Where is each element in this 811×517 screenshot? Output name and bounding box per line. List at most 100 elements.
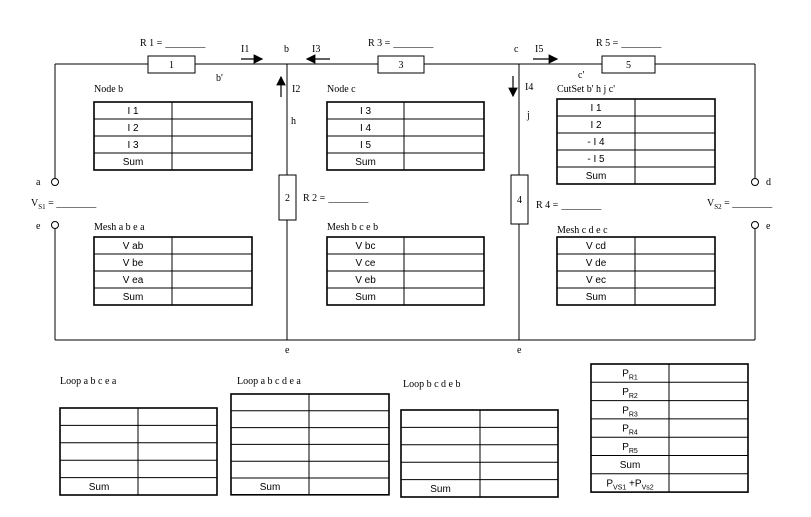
table-cell-label: V bc	[355, 241, 375, 252]
cell-main: Sum	[620, 460, 641, 471]
table-cell-label: V eb	[355, 275, 376, 286]
i2-label: I2	[292, 84, 300, 95]
table-cell-label: I 1	[590, 103, 602, 114]
table-value-cell[interactable]	[636, 289, 714, 304]
table-value-cell[interactable]	[173, 289, 251, 304]
table-value-cell[interactable]	[405, 120, 483, 135]
table-value-cell[interactable]	[405, 103, 483, 118]
r2-name: R 2 =	[303, 193, 326, 204]
table-value-cell[interactable]	[405, 289, 483, 304]
table-cell-label: V ce	[355, 258, 375, 269]
terminal-a	[51, 178, 59, 186]
table-cell-label: PR1	[622, 369, 638, 382]
table-value-cell[interactable]	[405, 137, 483, 152]
table-value-cell[interactable]	[636, 151, 714, 166]
table-value-cell[interactable]	[481, 411, 557, 426]
table-cell-label: - I 5	[587, 154, 605, 165]
table-value-cell[interactable]	[173, 154, 251, 169]
table-value-cell[interactable]	[405, 238, 483, 253]
table-value-cell[interactable]	[405, 272, 483, 287]
table-value-cell[interactable]	[636, 168, 714, 183]
node-e-mid1-label: e	[285, 345, 290, 356]
r4-value-label: R 4 =________	[536, 200, 602, 211]
table-value-cell[interactable]	[636, 272, 714, 287]
table-value-cell[interactable]	[310, 412, 388, 427]
table-cell-label: Sum	[586, 292, 607, 303]
table-value-cell[interactable]	[173, 137, 251, 152]
table-value-cell[interactable]	[670, 438, 747, 454]
table-value-cell[interactable]	[310, 462, 388, 477]
node-h-label: h	[291, 116, 296, 127]
table-value-cell[interactable]	[173, 238, 251, 253]
resistor-5: 5	[601, 55, 656, 74]
table-cell-label: I 2	[590, 120, 602, 131]
r4-name: R 4 =	[536, 200, 559, 211]
table-cell-label: - I 4	[587, 137, 605, 148]
table-cell-label: PVS1 +PVs2	[606, 478, 653, 491]
table-value-cell[interactable]	[670, 365, 747, 381]
table-value-cell[interactable]	[405, 154, 483, 169]
table-value-cell[interactable]	[173, 103, 251, 118]
r5-name: R 5 =	[596, 38, 619, 49]
table-value-cell[interactable]	[139, 444, 216, 459]
table-value-cell[interactable]	[310, 395, 388, 410]
table-value-cell[interactable]	[636, 255, 714, 270]
terminal-e-right	[751, 221, 759, 229]
table-value-cell[interactable]	[139, 479, 216, 494]
circuit-wires	[54, 63, 756, 341]
table-cell-label: Sum	[89, 482, 110, 493]
table-value-cell[interactable]	[636, 134, 714, 149]
table-value-cell[interactable]	[405, 255, 483, 270]
r1-blank: ________	[164, 38, 206, 49]
node-e-right-label: e	[766, 221, 771, 232]
r5-value-label: R 5 =________	[596, 38, 662, 49]
table-cell-label: PR3	[622, 405, 638, 418]
cell-sub: R5	[629, 448, 638, 455]
cell-main: P	[606, 478, 613, 489]
table-value-cell[interactable]	[481, 446, 557, 461]
table-value-cell[interactable]	[139, 426, 216, 441]
table-value-cell[interactable]	[310, 445, 388, 460]
resistor-5-label: 5	[626, 60, 631, 71]
table-value-cell[interactable]	[481, 428, 557, 443]
table-value-cell[interactable]	[670, 383, 747, 399]
table-value-cell[interactable]	[670, 457, 747, 473]
table-value-cell[interactable]	[310, 479, 388, 494]
table-cell-label: I 2	[127, 123, 139, 134]
table-value-cell[interactable]	[173, 255, 251, 270]
table-cell-label: V cd	[586, 241, 606, 252]
table-value-cell[interactable]	[670, 402, 747, 418]
current-arrows	[241, 54, 559, 98]
table-value-cell[interactable]	[139, 461, 216, 476]
table-value-cell[interactable]	[481, 463, 557, 478]
table-title: CutSet b' h j c'	[557, 84, 615, 95]
resistor-1: 1	[147, 55, 196, 74]
node-a-label: a	[36, 177, 41, 188]
node-d-label: d	[766, 177, 771, 188]
table-title: Node c	[327, 84, 356, 95]
resistor-3: 3	[377, 55, 425, 74]
resistor-2-label: 2	[285, 193, 290, 204]
table-value-cell[interactable]	[670, 420, 747, 436]
table-value-cell[interactable]	[670, 475, 747, 491]
table-value-cell[interactable]	[173, 272, 251, 287]
table-cell-label: V ea	[123, 275, 144, 286]
table-value-cell[interactable]	[636, 100, 714, 115]
table-value-cell[interactable]	[310, 429, 388, 444]
resistor-4: 4	[510, 174, 529, 225]
table-value-cell[interactable]	[481, 481, 557, 496]
vs1-label: VS1 = ________	[31, 198, 97, 211]
table-value-cell[interactable]	[636, 238, 714, 253]
table-cell-label: PR2	[622, 387, 638, 400]
table-value-cell[interactable]	[636, 117, 714, 132]
r3-name: R 3 =	[368, 38, 391, 49]
table-value-cell[interactable]	[173, 120, 251, 135]
r3-blank: ________	[392, 38, 434, 49]
table-value-cell[interactable]	[139, 409, 216, 424]
